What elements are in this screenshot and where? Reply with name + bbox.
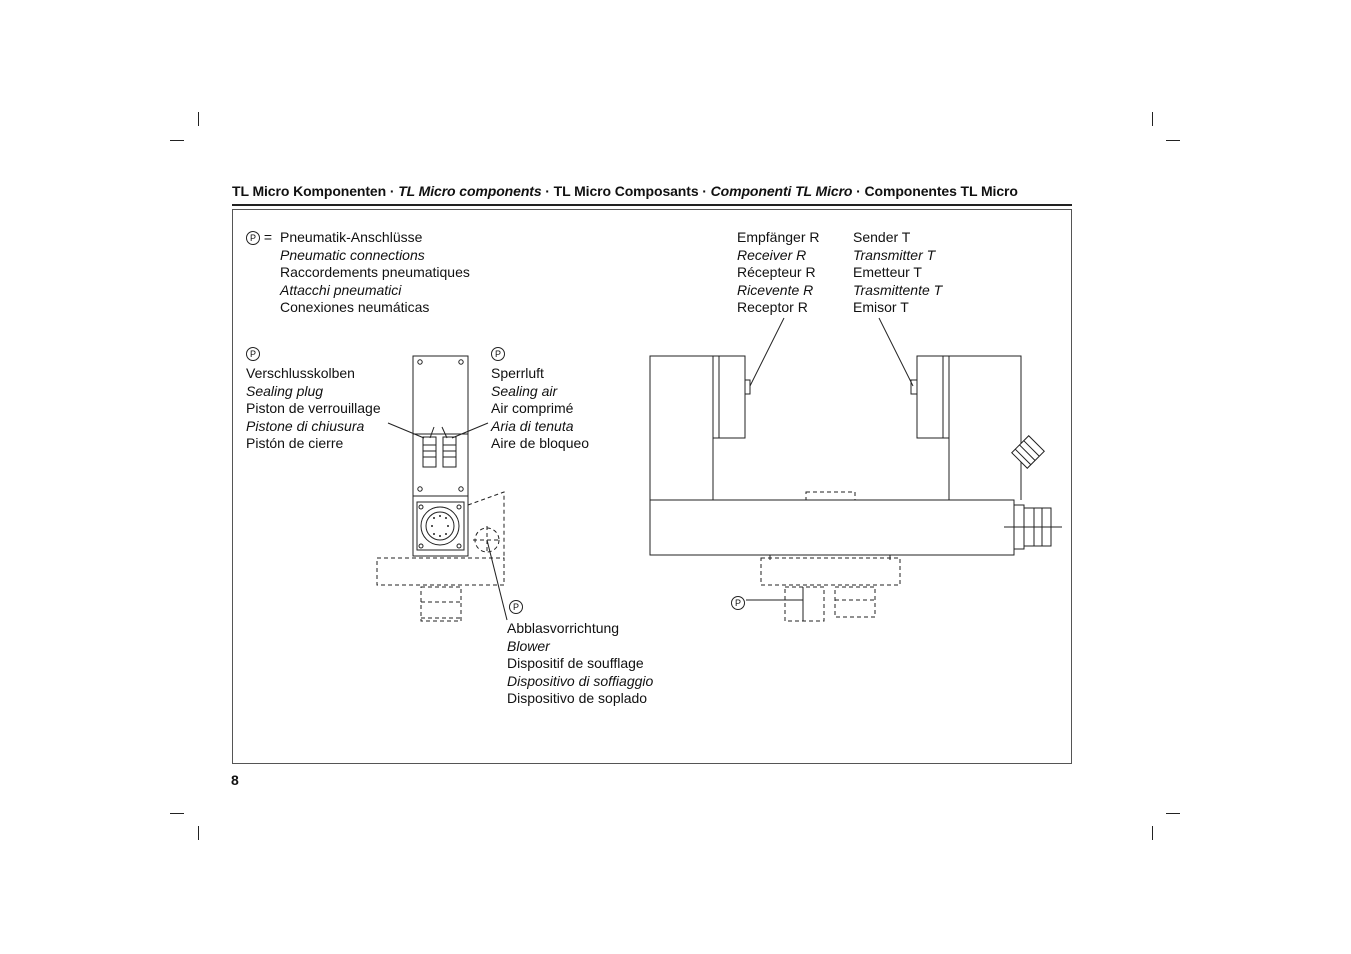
transmitter-line: Transmitter T: [853, 246, 936, 263]
legend-line: Attacchi pneumatici: [280, 281, 402, 298]
pneumatic-symbol-icon: P: [509, 600, 523, 614]
sealing-plug-line: Sealing plug: [246, 382, 324, 399]
legend-line: Raccordements pneumatiques: [280, 264, 470, 280]
pneumatic-symbol-icon: P: [246, 231, 260, 245]
transmitter-line: Emetteur T: [853, 264, 922, 280]
pneumatic-symbol-icon: P: [731, 596, 745, 610]
legend-equals: =: [263, 229, 273, 245]
legend-text: Pneumatik-Anschlüsse Pneumatic connectio…: [280, 229, 470, 317]
crop-mark: [170, 140, 184, 141]
crop-mark: [1166, 813, 1180, 814]
blower-line: Dispositif de soufflage: [507, 655, 644, 671]
sealing-plug-symbol: P: [246, 345, 260, 363]
blower-line: Blower: [507, 637, 550, 654]
figure-frame: [232, 209, 1072, 764]
crop-mark: [198, 826, 199, 840]
receiver-line: Empfänger R: [737, 229, 820, 245]
side-view-drawing: [376, 355, 508, 622]
header-es: · Componentes TL Micro: [852, 183, 1018, 199]
transmitter-text: Sender T Transmitter T Emetteur T Trasmi…: [853, 229, 942, 317]
legend-line: Pneumatik-Anschlüsse: [280, 229, 423, 245]
sealing-air-line: Aria di tenuta: [491, 417, 574, 434]
header-rule: [232, 204, 1072, 206]
sealing-plug-line: Verschlusskolben: [246, 365, 355, 381]
blower-line: Dispositivo di soffiaggio: [507, 672, 654, 689]
transmitter-line: Emisor T: [853, 299, 909, 315]
transmitter-line: Trasmittente T: [853, 281, 943, 298]
crop-mark: [1166, 140, 1180, 141]
sealing-plug-line: Pistone di chiusura: [246, 417, 365, 434]
blower-line: Abblasvorrichtung: [507, 620, 620, 636]
receiver-line: Receiver R: [737, 246, 807, 263]
sealing-plug-text: Verschlusskolben Sealing plug Piston de …: [246, 365, 381, 453]
receiver-line: Receptor R: [737, 299, 808, 315]
crop-mark: [198, 112, 199, 126]
header-fr: · TL Micro Composants ·: [541, 183, 711, 199]
sealing-air-symbol: P: [491, 345, 505, 363]
crop-mark: [1152, 826, 1153, 840]
header-it: Componenti TL Micro: [710, 183, 853, 199]
legend-line: Pneumatic connections: [280, 246, 425, 263]
receiver-text: Empfänger R Receiver R Récepteur R Ricev…: [737, 229, 819, 317]
sealing-air-line: Sealing air: [491, 382, 558, 399]
sealing-air-line: Aire de bloqueo: [491, 435, 590, 451]
page-number: 8: [231, 772, 239, 788]
sealing-air-line: Sperrluft: [491, 365, 544, 381]
sealing-air-text: Sperrluft Sealing air Air comprimé Aria …: [491, 365, 589, 453]
front-view-drawing: [649, 317, 1062, 622]
sealing-air-line: Air comprimé: [491, 400, 574, 416]
page-header: TL Micro Komponenten · TL Micro componen…: [232, 183, 1072, 199]
blower-line: Dispositivo de soplado: [507, 690, 648, 706]
blower-symbol: P: [509, 598, 523, 616]
sealing-plug-line: Pistón de cierre: [246, 435, 344, 451]
legend-symbol: P =: [246, 229, 272, 247]
pneumatic-symbol-icon: P: [246, 347, 260, 361]
front-view-symbol: P: [731, 594, 745, 612]
sealing-plug-line: Piston de verrouillage: [246, 400, 381, 416]
legend-line: Conexiones neumáticas: [280, 299, 430, 315]
receiver-line: Ricevente R: [737, 281, 814, 298]
receiver-line: Récepteur R: [737, 264, 816, 280]
crop-mark: [1152, 112, 1153, 126]
transmitter-line: Sender T: [853, 229, 911, 245]
crop-mark: [170, 813, 184, 814]
header-en: TL Micro components: [398, 183, 542, 199]
pneumatic-symbol-icon: P: [491, 347, 505, 361]
header-de: TL Micro Komponenten ·: [232, 183, 399, 199]
blower-text: Abblasvorrichtung Blower Dispositif de s…: [507, 620, 653, 708]
